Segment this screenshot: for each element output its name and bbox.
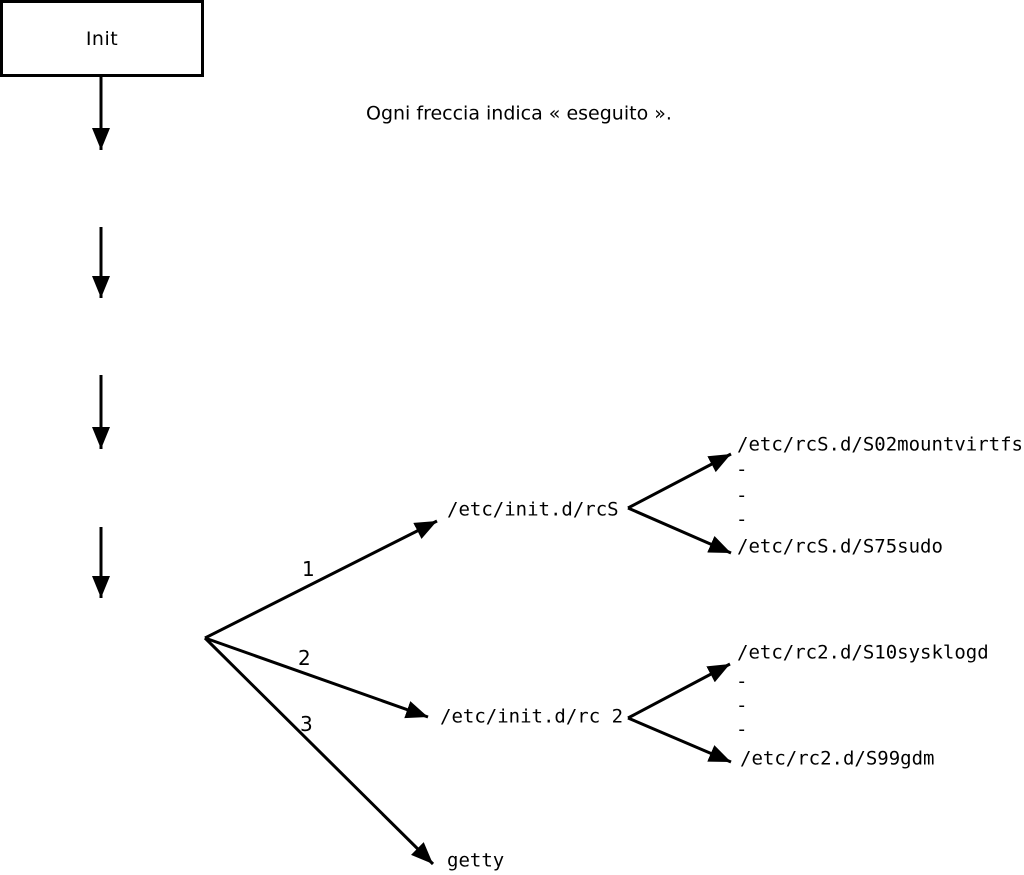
arrow-rc2-to-last-script xyxy=(627,716,732,764)
script-file-rc2-last: /etc/rc2.d/S99gdm xyxy=(740,747,935,770)
arrow-init-to-rcs xyxy=(204,519,438,640)
arrow-label-3: 3 xyxy=(300,712,313,736)
script-file-rcs-first: /etc/rcS.d/S02mountvirtfs xyxy=(737,433,1023,456)
box-init-label: Init xyxy=(85,27,119,50)
arrow-label-1: 1 xyxy=(302,557,315,581)
branch-target-rc2: /etc/init.d/rc 2 xyxy=(440,705,624,728)
placeholder-dash: - xyxy=(736,484,748,507)
box-init: Init xyxy=(0,0,204,77)
arrow-rc2-to-first-script xyxy=(627,662,731,720)
branch-target-getty: getty xyxy=(447,849,505,872)
script-file-rcs-last: /etc/rcS.d/S75sudo xyxy=(737,535,943,558)
arrow-label-2: 2 xyxy=(298,646,311,670)
arrow-init-to-rc2 xyxy=(204,636,429,719)
arrow-rcs-to-first-script xyxy=(627,452,732,510)
placeholder-dash: - xyxy=(736,694,748,717)
placeholder-dash: - xyxy=(736,458,748,481)
arrow-init-to-getty xyxy=(203,636,435,866)
note-text: Ogni freccia indica « eseguito ». xyxy=(366,102,672,125)
branch-target-rcs: /etc/init.d/rcS xyxy=(447,498,619,521)
placeholder-dash: - xyxy=(736,718,748,741)
placeholder-dash: - xyxy=(736,508,748,531)
script-file-rc2-first: /etc/rc2.d/S10sysklogd xyxy=(737,641,989,664)
placeholder-dash: - xyxy=(736,670,748,693)
arrow-rcs-to-last-script xyxy=(627,506,732,555)
